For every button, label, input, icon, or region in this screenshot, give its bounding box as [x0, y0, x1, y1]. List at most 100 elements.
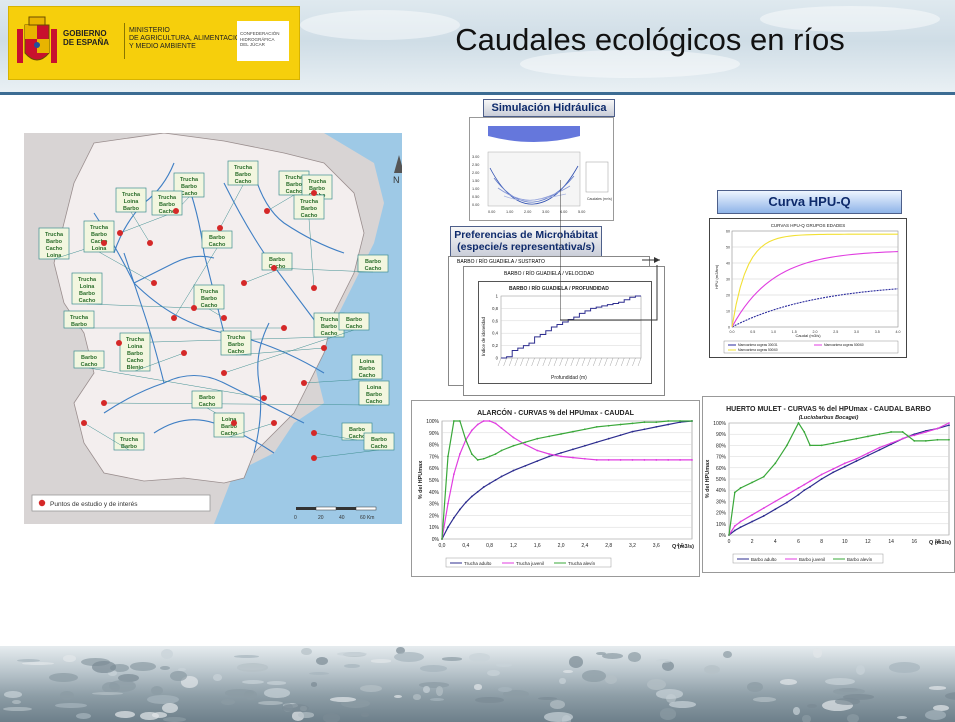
x-tick-label: 6: [797, 539, 800, 545]
data-point: [679, 420, 681, 422]
data-point: [512, 469, 515, 472]
micro-x-tick-mark: [598, 357, 602, 367]
river-stone: [213, 674, 222, 681]
study-point: [311, 430, 317, 436]
species-name: Barbo: [46, 239, 63, 245]
species-leader: [308, 218, 315, 289]
river-stone: [371, 659, 391, 663]
x-tick-label: 3,6: [653, 543, 660, 549]
species-label-box: [38, 227, 70, 260]
x-tick-label: 16: [911, 539, 917, 545]
river-stone: [430, 698, 444, 702]
sim-y-tick: 0.00: [472, 203, 479, 207]
river-stone: [234, 654, 259, 658]
data-point: [619, 423, 622, 426]
species-name: Trucha: [78, 277, 97, 283]
huerto-mulet-plot: HUERTO MULET - CURVAS % del HPUmax - CAU…: [705, 406, 951, 564]
scale-bar: 0 20 40 60 Km: [294, 506, 377, 521]
species-leader: [103, 402, 375, 406]
data-point: [832, 442, 835, 445]
river-stone: [807, 704, 817, 709]
study-point: [271, 420, 277, 426]
study-point: [191, 305, 197, 311]
data-point: [751, 513, 754, 516]
data-point: [619, 459, 622, 461]
river-stone: [315, 657, 328, 665]
species-name: Trucha: [234, 165, 253, 171]
data-point: [691, 420, 693, 422]
species-name: Cacho: [228, 349, 245, 355]
species-name: Cacho: [346, 324, 363, 330]
data-point: [512, 444, 515, 447]
species-name: Trucha: [90, 225, 109, 231]
x-tick-label: 4,0: [677, 543, 684, 549]
species-name: Trucha: [180, 177, 199, 183]
micro-x-tick-mark: [559, 357, 563, 367]
data-point: [820, 473, 823, 476]
river-stone: [322, 712, 341, 722]
y-tick-label: 0%: [719, 533, 727, 539]
river-stone: [846, 714, 859, 722]
river-line: [123, 252, 165, 384]
hpu-ylabel: HPU (m2/km): [714, 264, 719, 289]
river-stone: [393, 652, 425, 663]
data-point: [762, 507, 765, 510]
hpu-title: Curva HPU-Q: [717, 190, 902, 214]
study-point: [221, 370, 227, 376]
river-stone: [129, 662, 156, 671]
species-name: Trucha: [120, 437, 139, 443]
river-stone: [835, 698, 860, 705]
data-point: [809, 444, 811, 447]
data-point: [878, 433, 881, 436]
river-stone: [310, 682, 318, 687]
data-point: [447, 502, 449, 505]
data-point: [733, 529, 736, 532]
river-stone: [498, 686, 513, 693]
study-point: [171, 315, 177, 321]
species-name: Barbo: [201, 296, 218, 302]
river-stone: [821, 699, 853, 712]
scale-label: 40: [339, 515, 345, 521]
river-stone: [602, 652, 624, 659]
species-leader: [119, 214, 168, 234]
micro-ylabel: Índice de idoneidad: [480, 316, 486, 356]
river-stone: [297, 712, 314, 718]
river-stone: [833, 688, 865, 696]
river-stone: [562, 669, 574, 674]
species-name: Barbo: [221, 424, 238, 430]
y-tick-label: 60%: [716, 466, 727, 472]
micro-y-tick: 0,2: [492, 343, 498, 348]
species-name: Cacho: [159, 209, 176, 215]
legend-label: Trucha alevín: [568, 561, 596, 566]
river-stone: [236, 663, 269, 672]
data-point: [572, 430, 574, 433]
data-point: [447, 455, 449, 458]
study-point: [311, 285, 317, 291]
data-point: [820, 444, 823, 447]
species-name: Cacho: [366, 399, 383, 405]
legend-box: Puntos de estudio y de interés: [31, 494, 211, 512]
species-leader: [303, 378, 368, 384]
data-point: [548, 435, 551, 438]
river-stone: [393, 695, 403, 699]
species-name: Barbo: [365, 259, 382, 265]
species-leader: [313, 449, 380, 459]
hpu-xlabel: Caudal (m3/s): [795, 333, 821, 338]
data-point: [728, 534, 730, 536]
river-stone: [177, 667, 187, 672]
study-point: [231, 420, 237, 426]
data-point: [924, 440, 927, 442]
water-ripple: [520, 50, 740, 78]
x-tick-label: 14: [888, 539, 894, 545]
data-point: [691, 459, 693, 461]
x-tick-label: 2: [751, 539, 754, 545]
map-canvas: TruchaBarboCachoTruchaBarboCachoTruchaBa…: [24, 132, 402, 524]
x-tick-label: 0,4: [462, 543, 469, 549]
sim-x-tick: 5.00: [578, 210, 585, 214]
data-point: [500, 449, 503, 452]
hpu-y-tick: 0: [728, 326, 730, 330]
